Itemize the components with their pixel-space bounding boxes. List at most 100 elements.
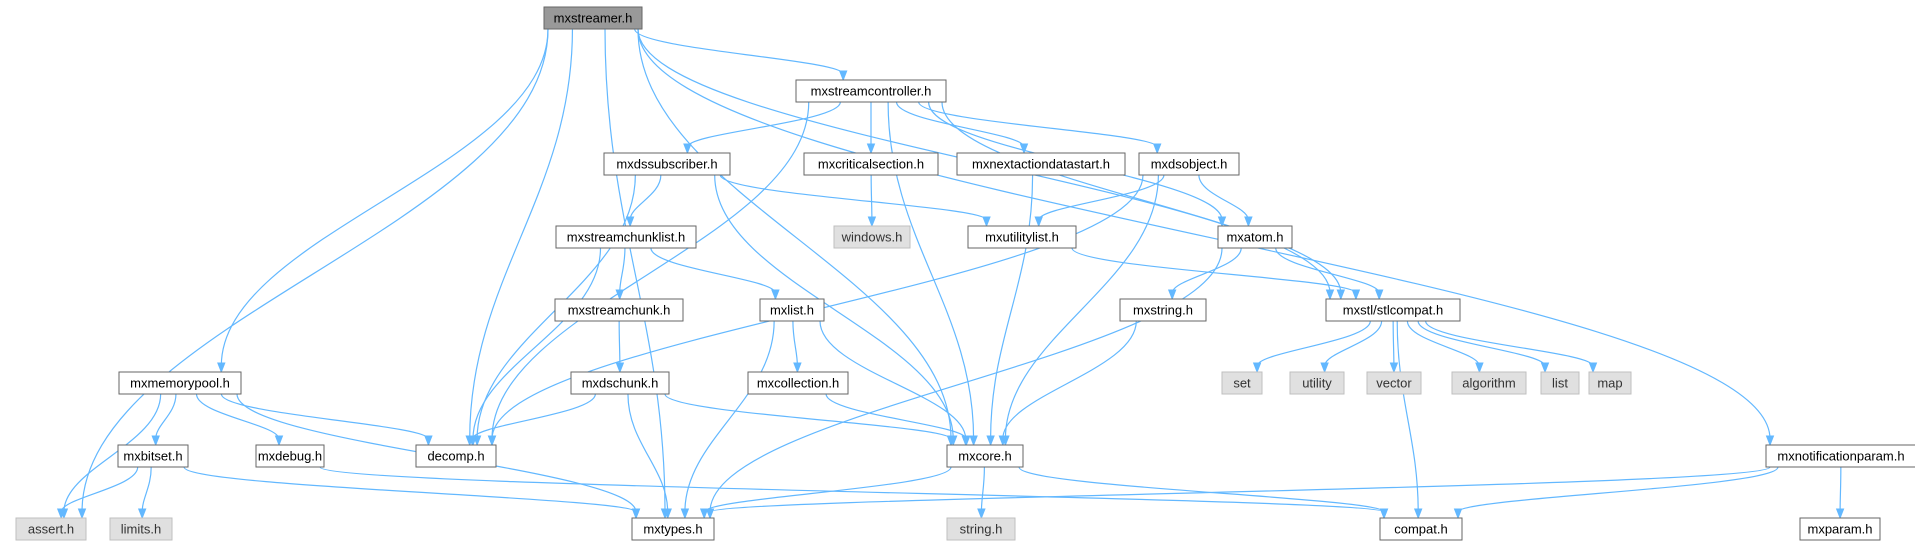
node-box-mxdsobject[interactable] bbox=[1138, 152, 1240, 176]
edge-mxdssubscriber-to-mxutilitylist bbox=[719, 174, 988, 221]
node-box-mxcriticalsection[interactable] bbox=[803, 152, 939, 176]
arrowhead-mxdssubscriber-to-mxutilitylist bbox=[982, 216, 991, 228]
node-box-mxcore[interactable] bbox=[946, 444, 1024, 468]
edge-mxcriticalsection-to-windows bbox=[870, 174, 873, 221]
arrowhead-mxdschunk-to-mxcore bbox=[946, 435, 956, 447]
node-mxtypes[interactable]: mxtypes.h bbox=[631, 517, 715, 541]
edge-mxstreamcontroller-to-decomp bbox=[491, 101, 810, 440]
arrowhead-mxlist-to-mxcollection bbox=[793, 362, 802, 374]
arrowhead-mxstreamcontroller-to-mxcriticalsection bbox=[866, 143, 876, 155]
arrowhead-mxstreamchunklist-to-mxlist bbox=[771, 289, 780, 301]
node-box-mxdebug[interactable] bbox=[255, 444, 325, 468]
node-mxstreamcontroller[interactable]: mxstreamcontroller.h bbox=[795, 79, 947, 103]
edge-mxstreamer-to-decomp bbox=[469, 28, 574, 440]
node-mxcollection[interactable]: mxcollection.h bbox=[747, 371, 849, 395]
node-compat[interactable]: compat.h bbox=[1379, 517, 1463, 541]
node-box-mxatom[interactable] bbox=[1217, 225, 1293, 249]
node-mxlist[interactable]: mxlist.h bbox=[759, 298, 825, 322]
node-box-mxstring[interactable] bbox=[1119, 298, 1207, 322]
node-label-mxnextactiondatastart: mxnextactiondatastart.h bbox=[972, 157, 1110, 172]
node-box-stlcompat[interactable] bbox=[1325, 298, 1461, 322]
node-mxatom[interactable]: mxatom.h bbox=[1217, 225, 1293, 249]
node-label-mxstreamchunklist: mxstreamchunklist.h bbox=[567, 230, 685, 245]
node-mxdschunk[interactable]: mxdschunk.h bbox=[570, 371, 670, 395]
node-mxcore[interactable]: mxcore.h bbox=[946, 444, 1024, 468]
node-mxutilitylist[interactable]: mxutilitylist.h bbox=[967, 225, 1077, 249]
node-label-vector: vector bbox=[1376, 376, 1412, 391]
node-mxstreamchunk[interactable]: mxstreamchunk.h bbox=[554, 298, 684, 322]
node-box-mxmemorypool[interactable] bbox=[118, 371, 242, 395]
node-mxnextactiondatastart[interactable]: mxnextactiondatastart.h bbox=[956, 152, 1126, 176]
arrowhead-mxlist-to-mxtypes bbox=[680, 508, 690, 520]
node-label-list: list bbox=[1552, 376, 1568, 391]
node-box-mxdssubscriber[interactable] bbox=[603, 152, 731, 176]
node-box-string bbox=[946, 517, 1016, 541]
node-mxnotificationparam[interactable]: mxnotificationparam.h bbox=[1765, 444, 1915, 468]
node-label-mxmemorypool: mxmemorypool.h bbox=[130, 376, 230, 391]
node-box-mxlist[interactable] bbox=[759, 298, 825, 322]
node-box-mxbitset[interactable] bbox=[117, 444, 189, 468]
node-stlcompat[interactable]: mxstl/stlcompat.h bbox=[1325, 298, 1461, 322]
edge-stlcompat-to-vector bbox=[1392, 320, 1395, 367]
node-box-list bbox=[1540, 371, 1580, 395]
node-label-mxparam: mxparam.h bbox=[1807, 522, 1872, 537]
arrowhead-mxstreamcontroller-to-mxcore bbox=[969, 435, 978, 447]
node-mxmemorypool[interactable]: mxmemorypool.h bbox=[118, 371, 242, 395]
node-mxstring[interactable]: mxstring.h bbox=[1119, 298, 1207, 322]
arrowhead-mxstreamchunk-to-mxdschunk bbox=[615, 362, 625, 374]
node-box-mxtypes[interactable] bbox=[631, 517, 715, 541]
node-label-mxlist: mxlist.h bbox=[770, 303, 814, 318]
arrowhead-stlcompat-to-compat bbox=[1413, 508, 1423, 520]
node-mxbitset[interactable]: mxbitset.h bbox=[117, 444, 189, 468]
node-box-mxnextactiondatastart[interactable] bbox=[956, 152, 1126, 176]
node-label-mxtypes: mxtypes.h bbox=[643, 522, 702, 537]
edge-mxdsobject-to-mxutilitylist bbox=[1038, 174, 1165, 221]
arrowhead-stlcompat-to-utility bbox=[1320, 362, 1329, 374]
node-box-map bbox=[1588, 371, 1632, 395]
node-box-mxparam[interactable] bbox=[1799, 517, 1881, 541]
arrowhead-mxstreamer-to-mxnotificationparam bbox=[1765, 435, 1775, 447]
node-mxcriticalsection[interactable]: mxcriticalsection.h bbox=[803, 152, 939, 176]
node-decomp[interactable]: decomp.h bbox=[415, 444, 497, 468]
node-box-mxnotificationparam[interactable] bbox=[1765, 444, 1915, 468]
arrowhead-mxstreamer-to-mxmemorypool bbox=[217, 362, 226, 374]
arrowhead-mxnotificationparam-to-mxtypes bbox=[705, 508, 715, 520]
arrowhead-mxdssubscriber-to-mxstreamchunklist bbox=[625, 216, 635, 228]
node-windows: windows.h bbox=[833, 225, 911, 249]
node-box-mxstreamer[interactable] bbox=[543, 6, 643, 30]
edge-mxstring-to-mxcore bbox=[1002, 320, 1137, 440]
arrowhead-mxcore-to-mxtypes bbox=[699, 508, 709, 520]
node-box-compat[interactable] bbox=[1379, 517, 1463, 541]
arrowhead-mxmemorypool-to-mxbitset bbox=[151, 435, 160, 447]
node-box-mxstreamcontroller[interactable] bbox=[795, 79, 947, 103]
edge-mxutilitylist-to-stlcompat bbox=[1071, 247, 1357, 294]
node-label-map: map bbox=[1597, 376, 1622, 391]
node-box-mxstreamchunklist[interactable] bbox=[555, 225, 697, 249]
node-box-decomp[interactable] bbox=[415, 444, 497, 468]
node-mxdsobject[interactable]: mxdsobject.h bbox=[1138, 152, 1240, 176]
node-label-mxcore: mxcore.h bbox=[958, 449, 1011, 464]
node-label-mxcollection: mxcollection.h bbox=[757, 376, 839, 391]
edge-mxlist-to-mxtypes bbox=[684, 320, 775, 513]
node-mxstreamer[interactable]: mxstreamer.h bbox=[543, 6, 643, 30]
node-label-mxnotificationparam: mxnotificationparam.h bbox=[1777, 449, 1904, 464]
arrowhead-mxdsobject-to-mxatom bbox=[1244, 216, 1253, 228]
node-box-limits bbox=[109, 517, 173, 541]
node-label-decomp: decomp.h bbox=[427, 449, 484, 464]
arrowhead-mxcore-to-string bbox=[977, 508, 986, 520]
edge-mxatom-to-mxtypes bbox=[709, 247, 1223, 513]
node-box-mxdschunk[interactable] bbox=[570, 371, 670, 395]
edge-mxbitset-to-mxtypes bbox=[183, 466, 637, 513]
node-mxdssubscriber[interactable]: mxdssubscriber.h bbox=[603, 152, 731, 176]
node-box-mxutilitylist[interactable] bbox=[967, 225, 1077, 249]
node-mxdebug[interactable]: mxdebug.h bbox=[255, 444, 325, 468]
node-mxstreamchunklist[interactable]: mxstreamchunklist.h bbox=[555, 225, 697, 249]
edge-mxdschunk-to-decomp bbox=[471, 393, 596, 440]
node-label-mxatom: mxatom.h bbox=[1226, 230, 1283, 245]
node-box-mxstreamchunk[interactable] bbox=[554, 298, 684, 322]
arrowhead-mxbitset-to-limits bbox=[137, 508, 147, 520]
edge-mxstreamer-to-mxnotificationparam bbox=[637, 28, 1771, 440]
node-mxparam[interactable]: mxparam.h bbox=[1799, 517, 1881, 541]
node-box-mxcollection[interactable] bbox=[747, 371, 849, 395]
